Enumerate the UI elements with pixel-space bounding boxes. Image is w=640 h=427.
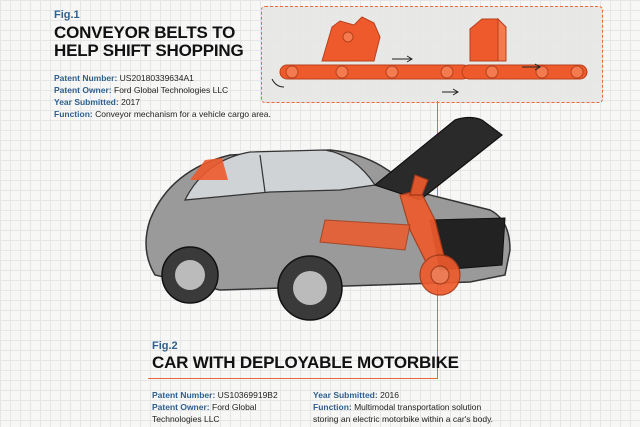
fig1-patent-number: US20180339634A1 (119, 73, 194, 83)
fig2-label: Fig.2 (152, 340, 178, 352)
fig1-meta: Patent Number: US20180339634A1 Patent Ow… (54, 72, 304, 120)
car-hood (373, 116, 503, 201)
conveyor-belt-illustration (271, 16, 588, 96)
fig2-patent-owner-line1: Ford Global (212, 402, 257, 412)
fig2-function-line1: Multimodal transportation solution (354, 402, 482, 412)
fig2-year: 2016 (380, 390, 400, 400)
fig1-patent-owner-key: Patent Owner: (54, 85, 112, 95)
fig2-patent-owner-key: Patent Owner: (152, 402, 210, 412)
fig2-function-key: Function: (313, 402, 352, 412)
car-illustration (145, 116, 511, 321)
callout-line-horizontal (148, 378, 438, 379)
interior-conveyor (319, 219, 411, 251)
fig1-year-key: Year Submitted: (54, 97, 119, 107)
fig2-patent-owner-line2: Technologies LLC (152, 414, 220, 424)
fig1-label: Fig.1 (54, 9, 80, 21)
fig2-patent-number-key: Patent Number: (152, 390, 216, 400)
fig2-patent-number: US10369919B2 (217, 390, 278, 400)
fig2-title: CAR WITH DEPLOYABLE MOTORBIKE (152, 353, 459, 372)
fig2-year-key: Year Submitted: (313, 390, 378, 400)
fig2-meta-right: Year Submitted: 2016 Function: Multimoda… (313, 389, 563, 425)
fig1-title-line1: CONVEYOR BELTS TO (54, 23, 236, 42)
fig1-patent-owner: Ford Global Technologies LLC (114, 85, 229, 95)
fig1-title-line2: HELP SHIFT SHOPPING (54, 41, 244, 60)
fig1-year: 2017 (121, 97, 141, 107)
interior-bag (190, 158, 228, 180)
fig1-function-key: Function: (54, 109, 93, 119)
conveyor-illustration-panel (261, 6, 603, 103)
fig1-function: Conveyor mechanism for a vehicle cargo a… (95, 109, 271, 119)
fig2-meta-left: Patent Number: US10369919B2 Patent Owner… (152, 389, 302, 425)
fig1-patent-number-key: Patent Number: (54, 73, 118, 83)
fig1-title: CONVEYOR BELTS TO HELP SHIFT SHOPPING (54, 24, 244, 60)
fig2-function-line2: storing an electric motorbike within a c… (313, 414, 494, 424)
deployable-motorbike (399, 174, 461, 296)
